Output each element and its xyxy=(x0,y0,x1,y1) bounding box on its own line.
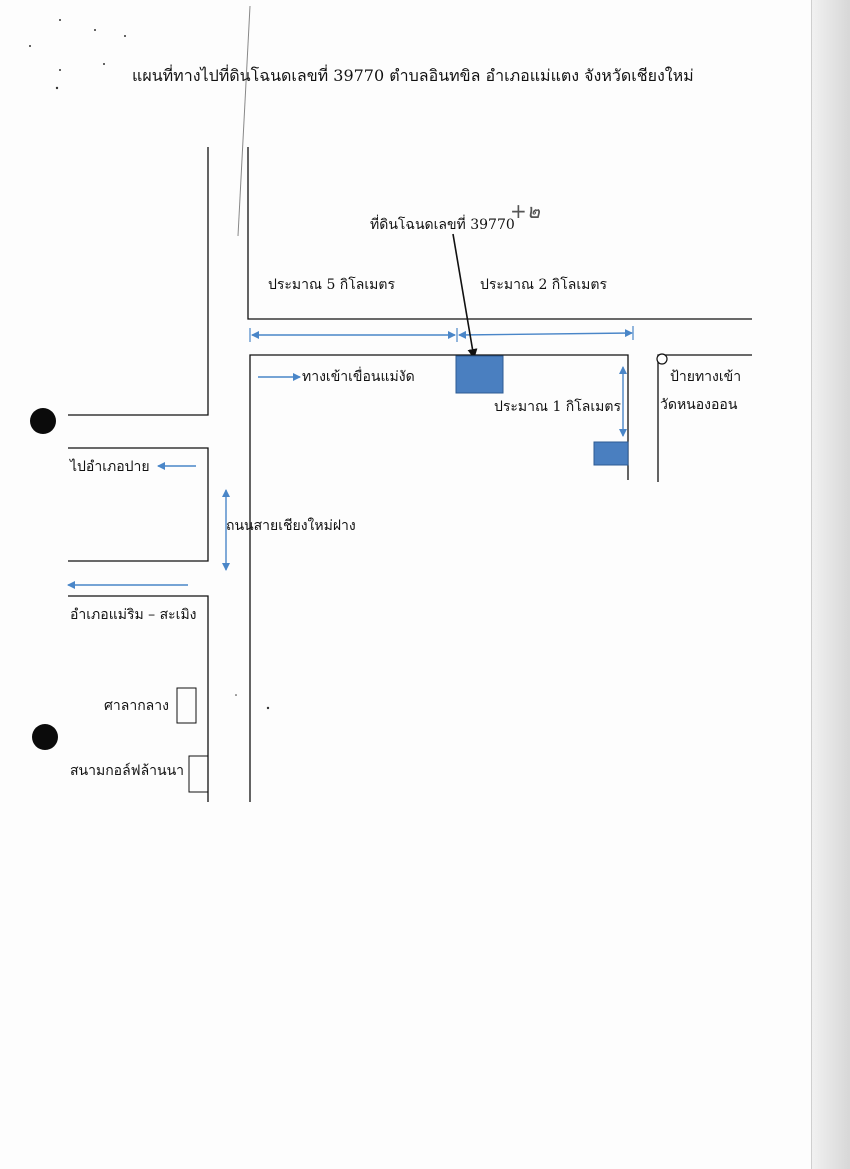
map-title: แผนที่ทางไปที่ดินโฉนดเลขที่ 39770 ตำบลอิ… xyxy=(132,66,694,85)
distance-east-label: ประมาณ 2 กิโลเมตร xyxy=(480,277,608,293)
dimension-ticks xyxy=(249,326,634,342)
sala-klang-label: ศาลากลาง xyxy=(104,698,169,714)
handwritten-note: +๒ xyxy=(510,199,541,223)
scan-mark xyxy=(237,5,251,237)
distance-east-arrow xyxy=(458,329,633,339)
road-north-east xyxy=(247,147,752,320)
golf-course-building xyxy=(188,755,209,793)
distance-west-label: ประมาณ 5 กิโลเมตร xyxy=(268,277,396,293)
road-pai-block xyxy=(68,447,209,562)
road-maerim xyxy=(68,595,209,802)
mae-rim-label: อำเภอแม่ริม – สะเมิง xyxy=(70,607,197,623)
secondary-block xyxy=(593,441,629,466)
road-lines xyxy=(68,147,752,802)
road-highway-east xyxy=(249,354,629,802)
page-edge xyxy=(811,0,850,1169)
land-parcel xyxy=(455,355,504,394)
dimension-arrows xyxy=(67,329,633,589)
golf-course-label: สนามกอล์ฟล้านนา xyxy=(70,763,185,779)
highway-label: ถนนสายเชียงใหม่ฝาง xyxy=(226,518,356,534)
road-upper-left xyxy=(68,147,209,416)
sala-klang-building xyxy=(176,687,197,724)
to-pai-label: ไปอำเภอปาย xyxy=(70,459,150,475)
temple-sign-label-line2: วัดหนองออน xyxy=(660,397,738,413)
temple-sign-label-line1: ป้ายทางเข้า xyxy=(670,369,742,385)
binder-hole-lower xyxy=(32,724,58,750)
scan-specks xyxy=(29,19,270,710)
binder-hole-upper xyxy=(30,408,56,434)
parcel-pointer xyxy=(452,233,478,359)
distance-south-label: ประมาณ 1 กิโลเมตร xyxy=(494,399,622,415)
temple-sign-marker xyxy=(656,353,668,365)
parcel-label: ที่ดินโฉนดเลขที่ 39770 xyxy=(370,217,515,233)
dam-entrance-label: ทางเข้าเขื่อนแม่งัด xyxy=(302,369,415,385)
road-temple xyxy=(657,354,752,482)
